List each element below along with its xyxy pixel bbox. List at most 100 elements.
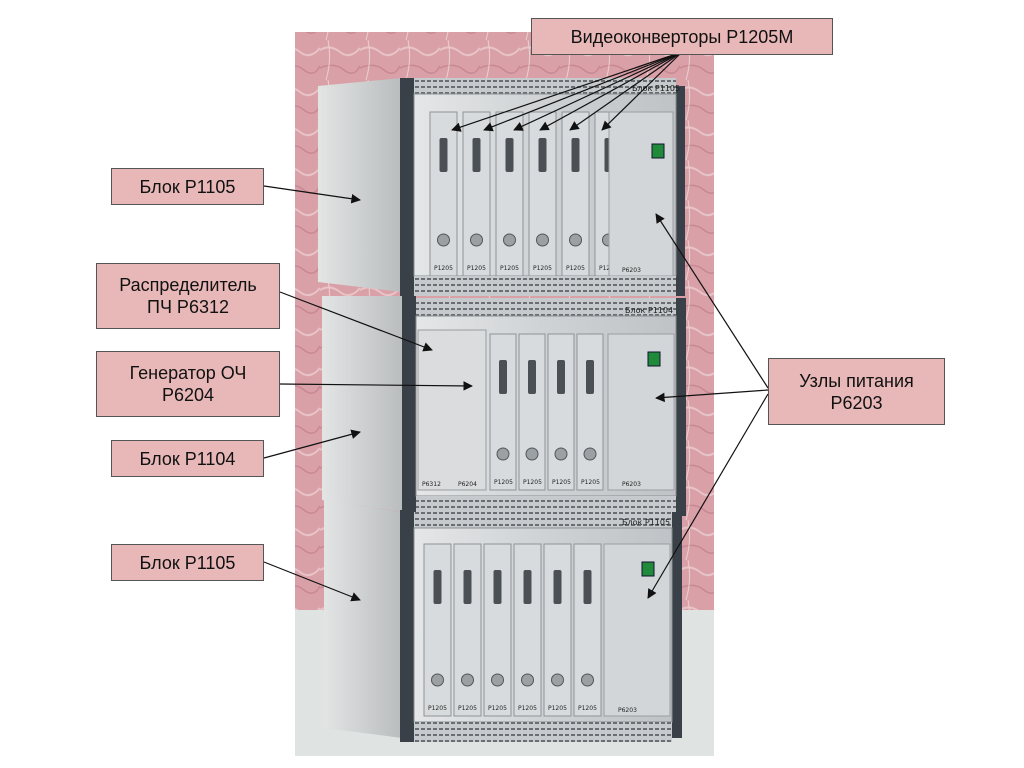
power-switch-icon [647, 351, 661, 367]
power-unit-bottom [603, 543, 671, 717]
module-label: Р1205 [500, 265, 519, 272]
connector-icon [463, 570, 472, 604]
bnc-connector-icon [554, 447, 568, 461]
plugin-module [483, 543, 512, 717]
arrow-generator [279, 381, 473, 391]
connector-icon [439, 138, 448, 172]
arrow-video-3 [513, 51, 683, 131]
power-switch-icon [651, 143, 665, 159]
bnc-connector-icon [470, 233, 483, 247]
vent-strip-top [414, 78, 676, 94]
arrow-block-top [263, 185, 361, 204]
arrow-power-bottom [647, 393, 769, 599]
arrow-block-middle [263, 429, 361, 459]
power-label-bottom: Р6203 [618, 707, 637, 714]
module-row-middle: Р1205 Р1205 Р1205 Р1205 [489, 333, 604, 491]
power-unit-top [608, 111, 674, 277]
bnc-connector-icon [551, 673, 564, 687]
module-label: Р1205 [581, 479, 600, 486]
module-label: Р1205 [488, 705, 507, 712]
module-label: Р1205 [494, 479, 513, 486]
arrow-power-top [655, 213, 769, 389]
rail-left-top [400, 78, 414, 296]
connector-icon [557, 360, 565, 394]
arrow-power-middle [655, 389, 769, 403]
module-label: Р1205 [458, 705, 477, 712]
rail-left-middle [402, 296, 416, 518]
plugin-module [489, 333, 517, 491]
plugin-module [429, 111, 458, 277]
rail-right-top [675, 86, 685, 296]
block-title-middle: Блок Р1104 [625, 306, 673, 315]
arrow-distributor [279, 291, 433, 352]
callout-distributor: Распределитель ПЧ Р6312 [96, 263, 280, 329]
bnc-connector-icon [583, 447, 597, 461]
chassis-side-middle [322, 296, 404, 512]
arrow-video-1 [451, 51, 683, 132]
connector-icon [571, 138, 580, 172]
callout-power-units: Узлы питания Р6203 [768, 358, 945, 425]
bnc-connector-icon [569, 233, 582, 247]
chassis-side-bottom [324, 500, 402, 738]
arrow-video-4 [539, 51, 683, 131]
arrow-video-6 [601, 51, 683, 131]
plugin-module [462, 111, 491, 277]
bnc-connector-icon [431, 673, 444, 687]
vent-strip-middle [416, 298, 676, 316]
module-label: Р1205 [518, 705, 537, 712]
plugin-module [547, 333, 575, 491]
callout-block-top: Блок Р1105 [111, 168, 264, 205]
bnc-connector-icon [461, 673, 474, 687]
bnc-connector-icon [525, 447, 539, 461]
module-label: Р1205 [566, 265, 585, 272]
chassis-side-top [318, 78, 402, 292]
arrow-block-bottom [263, 561, 361, 602]
module-label: Р1205 [467, 265, 486, 272]
left-module-labels-middle: Р6312 Р6204 [422, 481, 477, 488]
plugin-module [513, 543, 542, 717]
callout-video-converters: Видеоконверторы Р1205М [531, 18, 833, 55]
bnc-connector-icon [503, 233, 516, 247]
module-label: Р1205 [552, 479, 571, 486]
rail-right-middle [676, 298, 686, 516]
vent-strip-base [414, 722, 672, 742]
wide-module-middle [417, 329, 487, 491]
module-label: Р1205 [548, 705, 567, 712]
callout-block-middle: Блок Р1104 [111, 440, 264, 477]
module-label: Р1205 [523, 479, 542, 486]
bnc-connector-icon [496, 447, 510, 461]
block-title-bottom: Блок Р1105 [622, 518, 670, 527]
connector-icon [528, 360, 536, 394]
power-switch-icon [641, 561, 655, 577]
power-label-middle: Р6203 [622, 481, 641, 488]
plugin-module [576, 333, 604, 491]
module-label: Р1205 [533, 265, 552, 272]
arrow-video-2 [483, 51, 683, 132]
bnc-connector-icon [521, 673, 534, 687]
callout-block-bottom: Блок Р1105 [111, 544, 264, 581]
connector-icon [505, 138, 514, 172]
module-label: Р1205 [434, 265, 453, 272]
connector-icon [493, 570, 502, 604]
plugin-module [573, 543, 602, 717]
plugin-module [528, 111, 557, 277]
power-label-top: Р6203 [622, 267, 641, 274]
bnc-connector-icon [491, 673, 504, 687]
plugin-module [495, 111, 524, 277]
block-title-top: Блок Р1105 [632, 84, 680, 93]
vent-strip-bottom-block [414, 512, 672, 528]
connector-icon [538, 138, 547, 172]
connector-icon [433, 570, 442, 604]
plugin-module [543, 543, 572, 717]
annotation-arrows [263, 51, 769, 602]
module-label: Р6312 [422, 481, 441, 488]
bnc-connector-icon [581, 673, 594, 687]
rail-left-bottom [400, 510, 414, 742]
module-label: Р6204 [458, 481, 477, 488]
arrow-video-5 [569, 51, 683, 131]
vent-strip-bottom-top [414, 276, 676, 296]
rail-right-bottom [672, 512, 682, 738]
